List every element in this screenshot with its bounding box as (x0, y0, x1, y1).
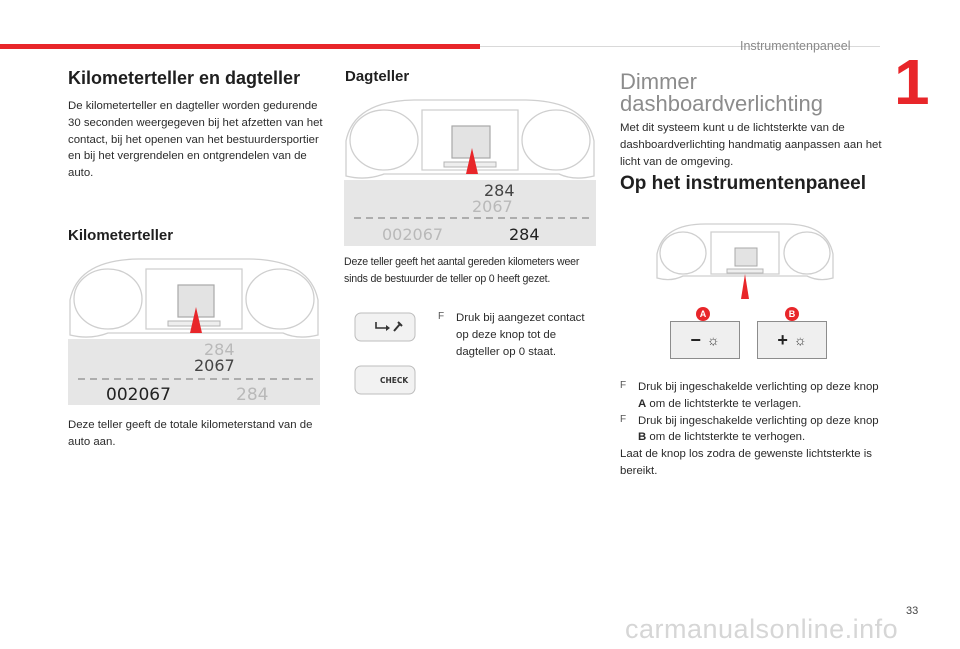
title-trip-meter: Dagteller (345, 68, 410, 85)
watermark: carmanualsonline.info (625, 614, 899, 644)
bullet-mark: F (620, 413, 627, 425)
instruction-increase-pre: Druk bij ingeschakelde verlichting op de… (638, 414, 879, 427)
dim-up-button[interactable]: + ☼ (757, 321, 827, 359)
dim-down-button[interactable]: − ☼ (670, 321, 740, 359)
section-label: Instrumentenpaneel (740, 39, 851, 53)
plus-icon: + (777, 329, 788, 350)
chapter-number: 1 (894, 46, 930, 118)
trip-value-dimmed: 284 (236, 385, 268, 405)
instruction-increase-post: om de lichtsterkte te verhogen. (646, 431, 806, 444)
reset-instruction: F Druk bij aangezet contact op deze knop… (438, 310, 598, 360)
display-total: 2067 (194, 356, 235, 375)
caption-odometer: Deze teller geeft de totale kilometersta… (68, 419, 313, 448)
reset-button-icon[interactable] (354, 312, 416, 342)
odometer-illustration: 284 2067 002067 284 (68, 258, 320, 405)
title-dimmer-line2: dashboardverlichting (620, 91, 824, 116)
label-b-badge: B (785, 307, 799, 321)
dimmer-instructions: F Druk bij ingeschakelde verlichting op … (620, 379, 882, 480)
trip-value: 284 (509, 225, 540, 244)
odometer-value: 002067 (106, 385, 171, 405)
instruction-decrease-pre: Druk bij ingeschakelde verlichting op de… (638, 381, 879, 393)
instruction-decrease-post: om de lichtsterkte te verlagen. (646, 397, 802, 410)
key-a: A (638, 397, 647, 410)
dimmer-intro: Met dit systeem kunt u de lichtsterkte v… (620, 122, 882, 168)
odometer-value-dimmed: 002067 (382, 225, 443, 244)
check-label: CHECK (380, 376, 409, 385)
title-odometer-trip: Kilometerteller en dagteller (68, 68, 301, 88)
display-total-outline: 2067 (472, 197, 513, 216)
display-trip-outline: 284 (204, 340, 235, 359)
minus-icon: − (690, 329, 701, 350)
subtitle-odometer: Kilometerteller (68, 227, 174, 244)
display-trip: 284 (484, 181, 515, 200)
reset-instruction-text: Druk bij aangezet contact op deze knop t… (456, 312, 585, 358)
bullet-mark: F (438, 311, 445, 322)
key-b: B (638, 431, 647, 444)
brightness-icon: ☼ (793, 332, 807, 348)
instruction-increase: F Druk bij ingeschakelde verlichting op … (620, 413, 882, 447)
header-rule (480, 46, 880, 47)
check-button[interactable]: CHECK (354, 365, 416, 395)
page-number: 33 (906, 605, 919, 617)
dashboard-outline-illustration (656, 223, 834, 299)
bullet-mark: F (620, 380, 627, 391)
subtitle-instrument-panel: Op het instrumentenpaneel (620, 173, 866, 194)
instruction-decrease: F Druk bij ingeschakelde verlichting op … (620, 379, 882, 413)
closing-text: Laat de knop los zodra de gewenste licht… (620, 448, 873, 477)
caption-trip-meter: Deze teller geeft het aantal gereden kil… (344, 256, 580, 285)
intro-paragraph: De kilometerteller en dagteller worden g… (68, 100, 323, 180)
brightness-icon: ☼ (706, 332, 720, 348)
trip-meter-illustration: 284 2067 002067 284 (344, 99, 596, 246)
accent-bar (0, 44, 480, 49)
title-dimmer-line1: Dimmer (620, 69, 697, 94)
label-a-badge: A (696, 307, 710, 321)
